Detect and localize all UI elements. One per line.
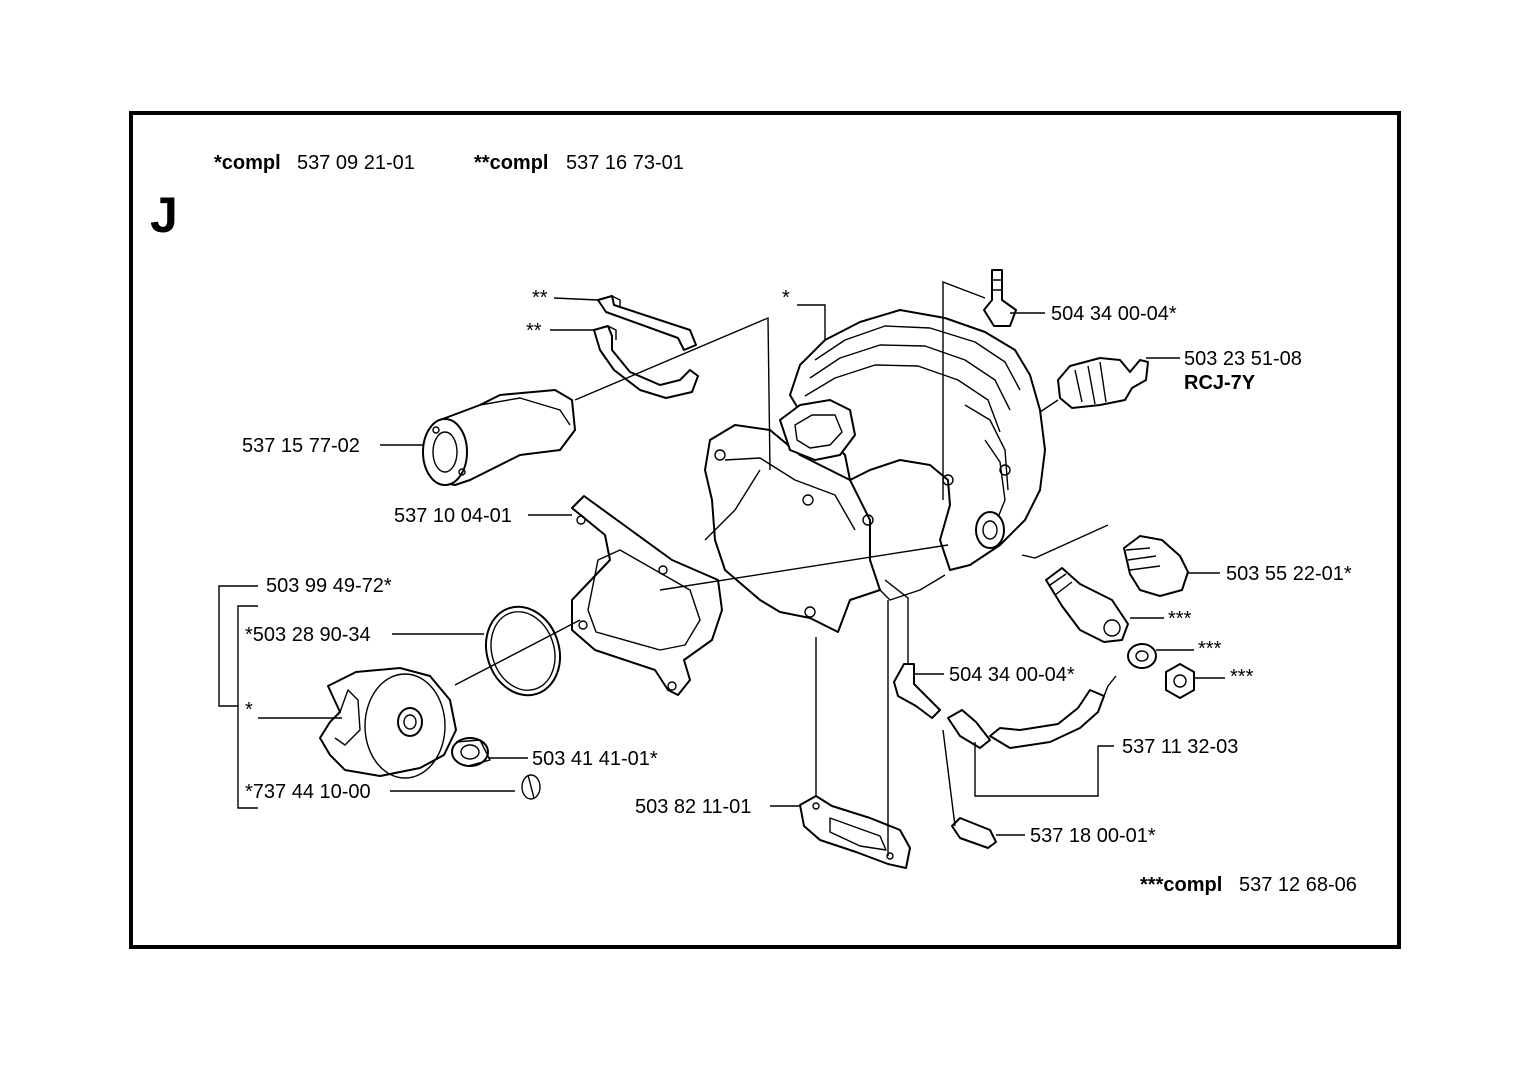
nipple-bottom-drawing [893,663,941,719]
callout-needle-bearing: 503 41 41-01* [532,748,658,770]
valve-fitting-drawing [1045,567,1129,643]
callout-flange-gasket: 503 82 11-01 [635,796,751,818]
intake-manifold-drawing [422,389,576,486]
piston-drawing [319,667,457,779]
nut-drawing [1165,663,1195,699]
nipple-top-drawing [983,269,1017,327]
kit-2-number: 537 16 73-01 [566,152,684,174]
callout-washer: *** [1198,638,1222,660]
callout-clamp-upper: ** [532,287,548,309]
callout-filter: 537 18 00-01* [1030,825,1156,847]
callout-piston-ring: *503 28 90-34 [245,624,371,646]
clamp-upper-drawing [597,295,697,351]
callout-cylinder: * [782,287,790,309]
connector-drawing [947,709,991,749]
intake-gasket-drawing [571,495,723,696]
callout-nipple-top: 504 34 00-04* [1051,303,1177,325]
callout-intake: 537 15 77-02 [242,435,360,457]
callout-valve-fitting: *** [1168,608,1192,630]
callout-spark-plug-type: RCJ-7Y [1184,372,1256,394]
diagram-frame [129,111,1401,949]
callout-nut: *** [1230,666,1254,688]
filter-drawing [951,817,997,849]
kit-1-prefix: *compl [214,152,281,174]
callout-decompression-plug: 503 55 22-01* [1226,563,1352,585]
cylinder-drawing [704,309,1046,633]
clamp-lower-drawing [593,325,699,399]
washer-drawing [1127,643,1157,669]
callout-hose: 537 11 32-03 [1122,736,1238,758]
callout-piston: * [245,699,253,721]
callout-clamp-lower: ** [526,320,542,342]
spark-plug-drawing [1057,357,1149,409]
decompression-plug-drawing [1123,535,1189,597]
needle-bearing-drawing [451,737,491,767]
circlip-drawing [521,774,541,800]
section-letter: J [150,187,178,243]
kit-3-number: 537 12 68-06 [1239,874,1357,896]
kit-1-number: 537 09 21-01 [297,152,415,174]
kit-3-prefix: ***compl [1140,874,1222,896]
callout-spark-plug: 503 23 51-08 [1184,348,1302,370]
leader-lines [218,280,1225,856]
callout-piston-kit: 503 99 49-72* [266,575,392,597]
callout-nipple-bottom: 504 34 00-04* [949,664,1075,686]
flange-gasket-drawing [799,795,911,869]
kit-2-prefix: **compl [474,152,548,174]
callout-gasket: 537 10 04-01 [394,505,512,527]
piston-ring-drawing [485,605,561,697]
hose-drawing [989,675,1117,749]
callout-piston-pin: *737 44 10-00 [245,781,371,803]
